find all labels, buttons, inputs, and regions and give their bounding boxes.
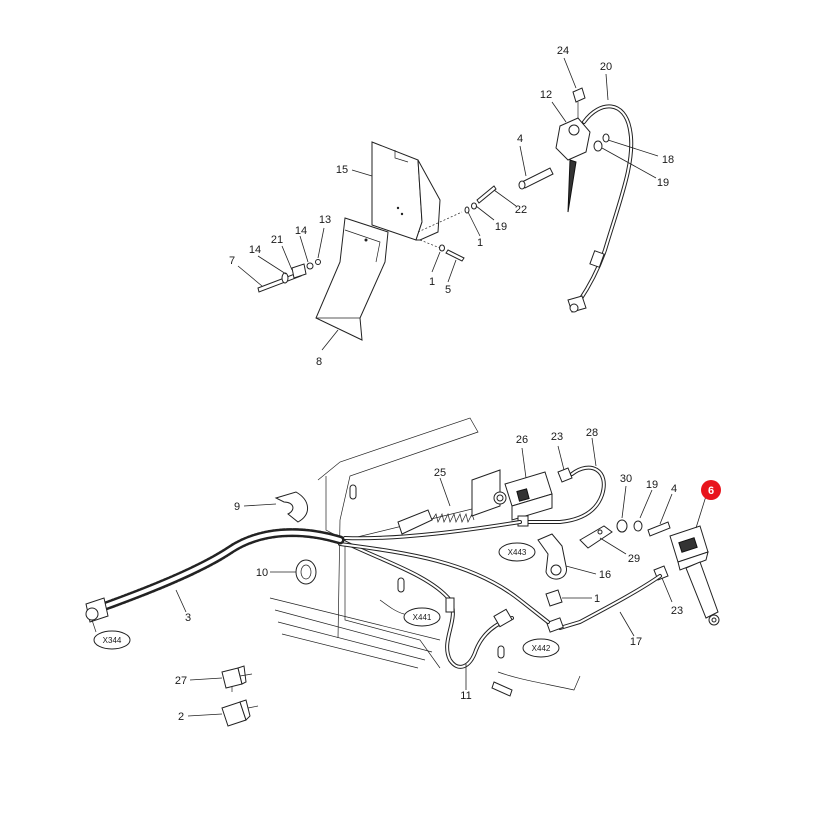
callout-21: 21 [271,234,283,246]
clip-9 [274,491,308,523]
upper-assembly [257,87,634,341]
callout-labels: 24 20 12 4 18 19 15 22 19 1 13 14 21 14 … [175,45,683,723]
callout-22: 22 [515,204,527,216]
bracket-plate [371,141,423,241]
svg-text:X442: X442 [532,644,551,653]
callout-19: 19 [646,479,658,491]
callout-25: 25 [434,467,446,479]
callout-10: 10 [256,567,268,579]
connector-x344: X344 [93,630,131,650]
spring-25 [431,512,475,524]
grommet-10 [295,559,317,585]
callout-7: 7 [229,255,235,267]
callout-20: 20 [600,61,612,73]
callout-24: 24 [557,45,569,57]
highlighted-callout-6[interactable]: 6 [701,480,721,500]
callout-19: 19 [495,221,507,233]
callout-9: 9 [234,501,240,513]
highlight-marker [701,480,721,500]
callout-15: 15 [336,164,348,176]
callout-3: 3 [185,612,191,624]
svg-text:X344: X344 [103,636,122,645]
callout-14: 14 [295,225,307,237]
callout-18: 18 [662,154,674,166]
sensor-12 [555,117,591,161]
connector-x442: X442 [522,638,560,658]
lower-assembly [85,417,720,727]
callout-4: 4 [517,133,523,145]
callout-14: 14 [249,244,261,256]
callout-1: 1 [429,276,435,288]
callout-5: 5 [445,284,451,296]
lever-29 [579,525,613,549]
frame-panel [317,417,479,639]
callout-17: 17 [630,636,642,648]
callout-16: 16 [599,569,611,581]
svg-text:X443: X443 [508,548,527,557]
callout-11: 11 [460,690,471,702]
callout-30: 30 [620,473,632,485]
relay-2 [221,699,259,727]
callout-23: 23 [551,431,563,443]
callout-1: 1 [477,237,483,249]
bolt-4 [521,167,554,189]
relay-27 [221,665,253,692]
callout-8: 8 [316,356,322,368]
callout-13: 13 [319,214,331,226]
callout-23: 23 [671,605,683,617]
callout-28: 28 [586,427,598,439]
svg-text:X441: X441 [413,613,432,622]
callout-1: 1 [594,593,600,605]
connector-x443: X443 [498,542,536,562]
callout-6: 6 [708,485,714,497]
callout-19: 19 [657,177,669,189]
callout-26: 26 [516,434,528,446]
leader-lines [175,57,707,717]
callout-27: 27 [175,675,187,687]
guard-plate [315,217,389,341]
connector-x441: X441 [403,607,441,627]
callout-29: 29 [628,553,640,565]
cable-17 [558,574,662,630]
callout-2: 2 [178,711,184,723]
callout-12: 12 [540,89,552,101]
callout-4: 4 [671,483,677,495]
